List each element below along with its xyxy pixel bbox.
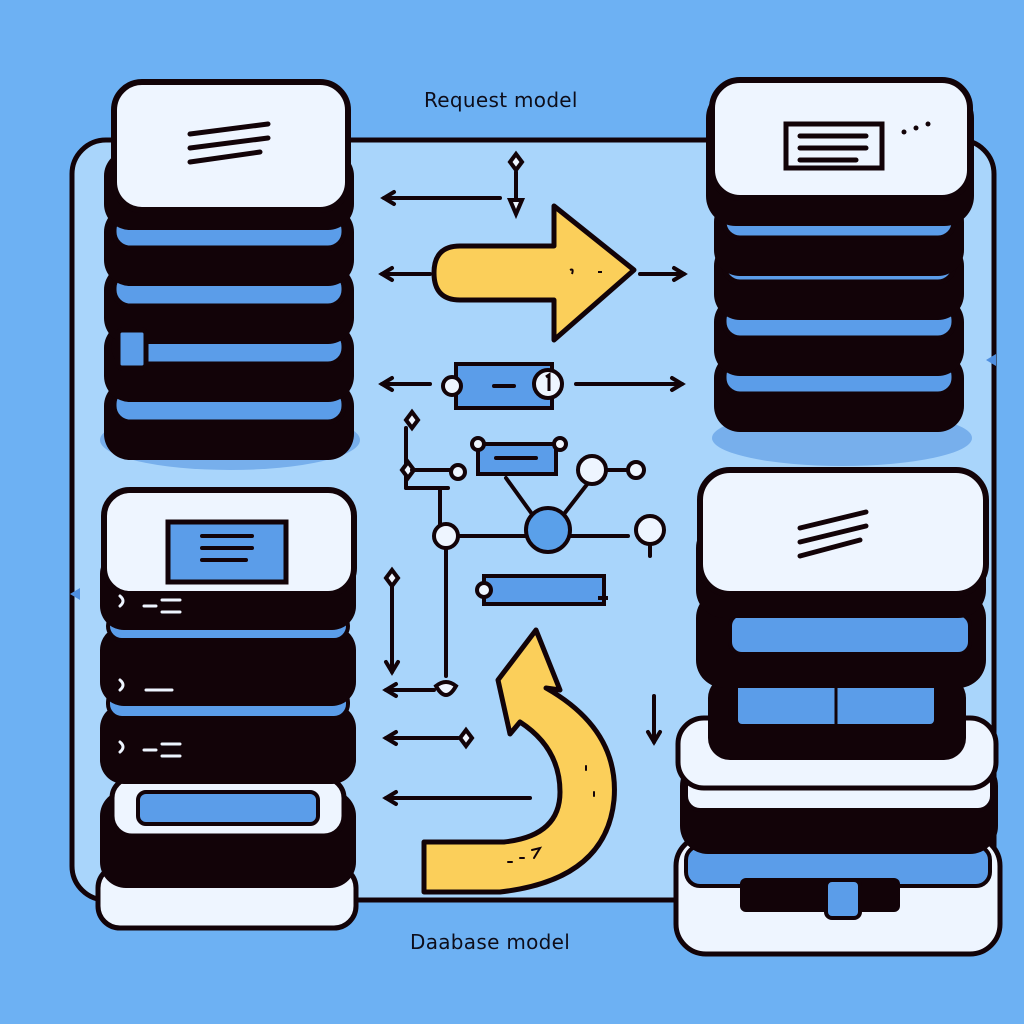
server-stack-top-left [100,79,360,470]
pill-node [441,362,564,410]
bar-node [475,574,608,606]
flow-arrow-icon [431,203,637,343]
circle-node-icon [432,522,460,550]
server-stack-bottom-left [95,487,359,931]
flow-connectors [378,150,688,392]
curved-arrow-icon [421,627,617,895]
request-model-label: Request model [424,88,578,112]
document-lines-icon [165,519,289,585]
server-stack-bottom-right [673,467,1003,957]
server-stack-top-right [706,77,974,466]
network-graph [382,408,666,698]
diamond-node-icon [403,408,421,432]
document-lines-icon [111,79,351,213]
database-model-label: Daabase model [410,930,571,954]
